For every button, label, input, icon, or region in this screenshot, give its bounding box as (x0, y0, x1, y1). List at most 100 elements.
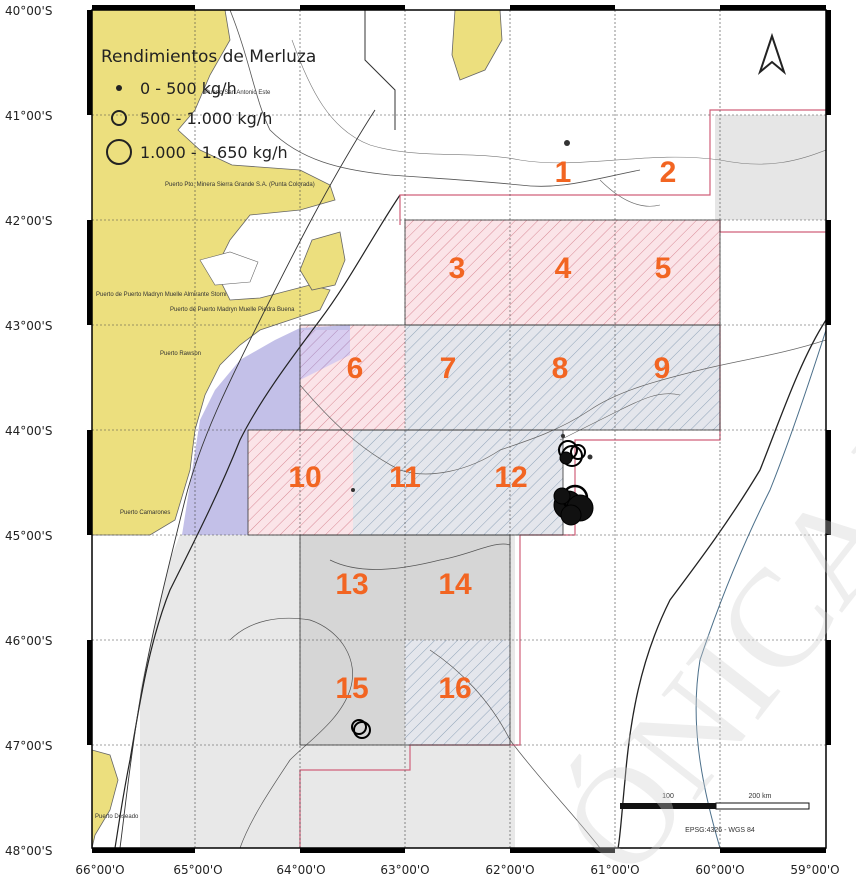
legend-symbol-small (116, 85, 122, 91)
scale-bar: 100 200 km EPSG:4326 - WGS 84 (620, 793, 810, 834)
purple-hatch-area (300, 330, 350, 380)
legend-label-small: 0 - 500 kg/h (140, 79, 237, 98)
map-frame (91, 9, 827, 849)
isobath-1 (229, 10, 641, 187)
zone-cell-10 (248, 430, 353, 535)
zone-label-11: 11 (389, 461, 421, 494)
catch-point (351, 719, 367, 735)
zone-cell-14 (405, 535, 510, 640)
zone-label-13: 13 (335, 568, 368, 601)
grey-area-northeast (715, 115, 826, 220)
boundary-north (399, 109, 826, 225)
frame-ticks (87, 5, 831, 853)
isobath-4 (329, 543, 511, 570)
lon-label: 62°00'O (485, 863, 534, 877)
lat-label: 40°00'S (5, 4, 52, 18)
lat-label: 48°00'S (5, 844, 52, 858)
zone-cell-16 (405, 640, 510, 745)
zone-label-8: 8 (552, 352, 569, 385)
lat-label: 42°00'S (5, 214, 52, 228)
catch-point (553, 487, 571, 505)
isobath-7 (695, 329, 826, 848)
isobath-9 (599, 179, 661, 207)
lon-label: 59°00'O (790, 863, 839, 877)
crs-label: EPSG:4326 - WGS 84 (685, 827, 755, 834)
zone-label-3: 3 (449, 252, 466, 285)
catch-point (587, 454, 593, 460)
legend-symbol-medium (111, 110, 127, 126)
lat-label: 47°00'S (5, 739, 52, 753)
zone-outlines (247, 219, 721, 746)
zone-cell-5 (615, 220, 720, 325)
lon-label: 60°00'O (695, 863, 744, 877)
legend-symbol-large (106, 139, 132, 165)
catch-point (351, 488, 355, 492)
place-madryn-2: Puerto de Puerto Madryn Muelle Piedra Bu… (170, 307, 295, 313)
lon-label: 61°00'O (590, 863, 639, 877)
place-sierra-grande: Puerto Pto. Minera Sierra Grande S.A. (P… (165, 182, 315, 188)
zone-label-9: 9 (654, 352, 671, 385)
jurisdiction-line-3 (119, 109, 376, 848)
catch-point (559, 451, 573, 465)
zone-label-1: 1 (555, 156, 572, 189)
zone-label-2: 2 (660, 156, 677, 189)
lon-label: 64°00'O (276, 863, 325, 877)
lon-label: 65°00'O (173, 863, 222, 877)
lat-label: 41°00'S (5, 109, 52, 123)
catch-point (564, 140, 570, 146)
zone-label-15: 15 (335, 672, 368, 705)
legend-label-large: 1.000 - 1.650 kg/h (140, 143, 288, 162)
zone-cell-3 (405, 220, 510, 325)
isobath-5 (229, 617, 353, 848)
zone-cell-4 (510, 220, 615, 325)
lat-label: 43°00'S (5, 319, 52, 333)
zone-label-5: 5 (655, 252, 672, 285)
isobath-2 (291, 39, 826, 165)
scale-label-end: 200 km (749, 793, 772, 800)
lon-label: 63°00'O (380, 863, 429, 877)
golfo-san-jose (199, 251, 259, 286)
land-northeast (451, 10, 503, 81)
catch-point (560, 504, 582, 526)
lon-label: 66°00'O (75, 863, 124, 877)
lat-label: 46°00'S (5, 634, 52, 648)
zone-label-12: 12 (494, 461, 527, 494)
land-mass-south (92, 749, 119, 848)
zone-cell-8 (510, 325, 615, 430)
place-madryn: Puerto de Puerto Madryn Muelle Almirante… (96, 292, 226, 298)
scale-label-mid: 100 (662, 793, 674, 800)
zone-cell-9 (615, 325, 720, 430)
latitude-labels: 40°00'S 41°00'S 42°00'S 43°00'S 44°00'S … (5, 4, 52, 858)
place-rawson: Puerto Rawson (160, 351, 201, 357)
zone-cell-12 (458, 430, 563, 535)
place-camarones: Puerto Camarones (120, 510, 170, 516)
zone-label-6: 6 (347, 352, 364, 385)
place-san-antonio: Puerto San Antonio Este (205, 90, 271, 96)
zone-cell-11 (353, 430, 458, 535)
zone-label-4: 4 (555, 252, 572, 285)
zone-label-14: 14 (438, 568, 472, 601)
catch-point (570, 444, 586, 460)
zone-label-10: 10 (288, 461, 321, 494)
zone-cell-13 (300, 535, 405, 640)
isobath-8 (559, 393, 681, 441)
jurisdiction-line-1 (364, 10, 396, 130)
catch-points (351, 140, 594, 739)
legend-title: Rendimientos de Merluza (101, 47, 316, 67)
lat-label: 44°00'S (5, 424, 52, 438)
legend-label-medium: 500 - 1.000 kg/h (140, 109, 272, 128)
jurisdiction-line-2 (114, 194, 401, 848)
eez-line (617, 319, 826, 848)
catch-point (353, 721, 371, 739)
zone-label-7: 7 (440, 352, 457, 385)
zone-label-16: 16 (438, 672, 471, 705)
north-arrow-icon (757, 32, 787, 76)
lat-label: 45°00'S (5, 529, 52, 543)
longitude-labels: 66°00'O 65°00'O 64°00'O 63°00'O 62°00'O … (75, 863, 839, 877)
zone-labels: 1 2 3 4 5 6 7 8 9 10 11 12 13 14 15 16 (288, 156, 676, 705)
catch-point (561, 434, 565, 438)
place-deseado: Puerto Deseado (95, 814, 139, 820)
legend: Rendimientos de Merluza 0 - 500 kg/h 500… (101, 47, 316, 165)
zone-cell-7 (405, 325, 510, 430)
